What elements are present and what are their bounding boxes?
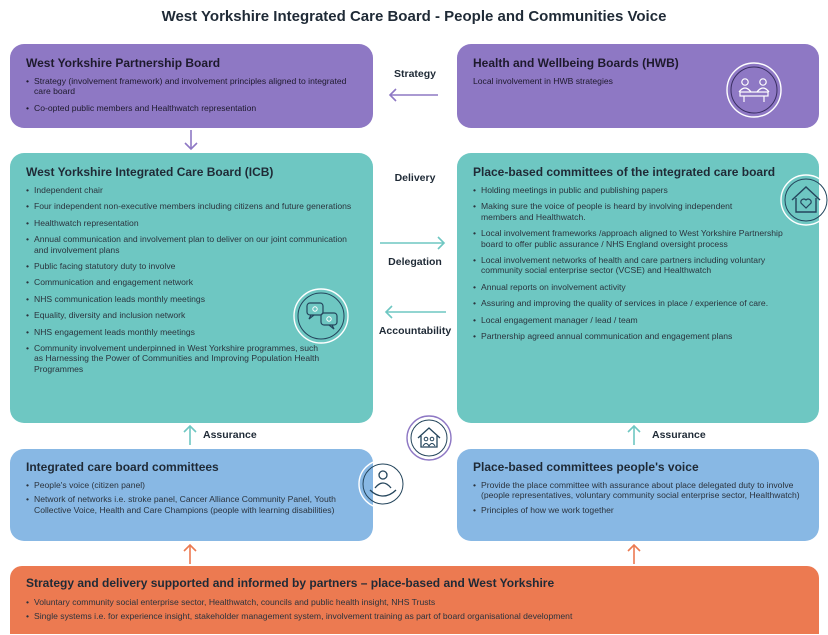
delivery-delegation-arrow-right bbox=[380, 236, 446, 250]
list-item: Local engagement manager / lead / team bbox=[473, 315, 807, 326]
wyp-to-icb-down-arrow bbox=[184, 130, 198, 151]
partners-right-up-arrow bbox=[627, 543, 641, 564]
house-people-icon bbox=[406, 415, 452, 461]
list-item: Strategy (involvement framework) and inv… bbox=[26, 76, 357, 97]
box-subtitle: Local involvement in HWB strategies bbox=[473, 76, 613, 86]
list-item: NHS engagement leads monthly meetings bbox=[26, 327, 357, 338]
house-heart-icon bbox=[780, 174, 828, 226]
people-meeting-icon bbox=[726, 62, 782, 118]
box-heading: Place-based committees people's voice bbox=[473, 460, 699, 474]
health-wellbeing-boards-box: Health and Wellbeing Boards (HWB) Local … bbox=[457, 44, 819, 128]
list-item: Four independent non-executive members i… bbox=[26, 201, 357, 212]
list-item: Local involvement frameworks /approach a… bbox=[473, 228, 807, 249]
delegation-label: Delegation bbox=[388, 256, 442, 268]
list-item: Partnership agreed annual communication … bbox=[473, 331, 807, 342]
place-based-committees-box: Place-based committees of the integrated… bbox=[457, 153, 819, 423]
box-heading: West Yorkshire Integrated Care Board (IC… bbox=[26, 165, 274, 179]
person-hand-icon bbox=[358, 459, 408, 509]
assurance-left-label: Assurance bbox=[203, 429, 257, 441]
list-item: Public facing statutory duty to involve bbox=[26, 261, 357, 272]
conversation-icon bbox=[293, 288, 349, 344]
assurance-right-up-arrow bbox=[627, 424, 641, 445]
list-item: Healthwatch representation bbox=[26, 218, 357, 229]
box-heading: Health and Wellbeing Boards (HWB) bbox=[473, 56, 679, 70]
assurance-left-up-arrow bbox=[183, 424, 197, 445]
box-heading: Strategy and delivery supported and info… bbox=[26, 576, 555, 590]
integrated-care-board-committees-box: Integrated care board committees People'… bbox=[10, 449, 373, 541]
box-heading: Place-based committees of the integrated… bbox=[473, 165, 776, 179]
delivery-label: Delivery bbox=[394, 172, 436, 184]
diagram-title: West Yorkshire Integrated Care Board - P… bbox=[161, 8, 667, 25]
integrated-care-board-box: West Yorkshire Integrated Care Board (IC… bbox=[10, 153, 373, 423]
list-item: Network of networks i.e. stroke panel, C… bbox=[26, 494, 337, 515]
list-item: Provide the place committee with assuran… bbox=[473, 480, 805, 501]
list-item: Equality, diversity and inclusion networ… bbox=[26, 310, 357, 321]
bullet-list: Strategy (involvement framework) and inv… bbox=[26, 76, 357, 114]
partners-box: Strategy and delivery supported and info… bbox=[10, 566, 819, 634]
list-item: Holding meetings in public and publishin… bbox=[473, 185, 807, 196]
box-heading: West Yorkshire Partnership Board bbox=[26, 56, 221, 70]
list-item: Single systems i.e. for experience insig… bbox=[26, 611, 803, 622]
bullet-list: People's voice (citizen panel) Network o… bbox=[26, 480, 357, 515]
list-item: Voluntary community social enterprise se… bbox=[26, 597, 803, 608]
partners-left-up-arrow bbox=[183, 543, 197, 564]
list-item: People's voice (citizen panel) bbox=[26, 480, 337, 491]
strategy-label: Strategy bbox=[393, 68, 436, 80]
strategy-arrow-left bbox=[388, 88, 438, 102]
list-item: Independent chair bbox=[26, 185, 357, 196]
list-item: Assuring and improving the quality of se… bbox=[473, 298, 807, 309]
assurance-right-label: Assurance bbox=[652, 429, 706, 441]
box-heading: Integrated care board committees bbox=[26, 460, 219, 474]
list-item: Local involvement networks of health and… bbox=[473, 255, 807, 276]
bullet-list: Voluntary community social enterprise se… bbox=[26, 597, 803, 622]
bullet-list: Provide the place committee with assuran… bbox=[473, 480, 805, 516]
list-item: Making sure the voice of people is heard… bbox=[473, 201, 807, 222]
bullet-list: Independent chair Four independent non-e… bbox=[26, 185, 361, 374]
list-item: Communication and engagement network bbox=[26, 277, 357, 288]
list-item: Principles of how we work together bbox=[473, 505, 805, 516]
list-item: Annual communication and involvement pla… bbox=[26, 234, 357, 255]
list-item: Annual reports on involvement activity bbox=[473, 282, 807, 293]
bullet-list: Holding meetings in public and publishin… bbox=[473, 185, 807, 342]
list-item: Community involvement underpinned in Wes… bbox=[26, 343, 357, 374]
west-yorkshire-partnership-board-box: West Yorkshire Partnership Board Strateg… bbox=[10, 44, 373, 128]
list-item: NHS communication leads monthly meetings bbox=[26, 294, 357, 305]
accountability-label: Accountability bbox=[378, 325, 452, 337]
list-item: Co-opted public members and Healthwatch … bbox=[26, 103, 357, 114]
place-based-peoples-voice-box: Place-based committees people's voice Pr… bbox=[457, 449, 819, 541]
accountability-arrow-left bbox=[384, 305, 446, 319]
